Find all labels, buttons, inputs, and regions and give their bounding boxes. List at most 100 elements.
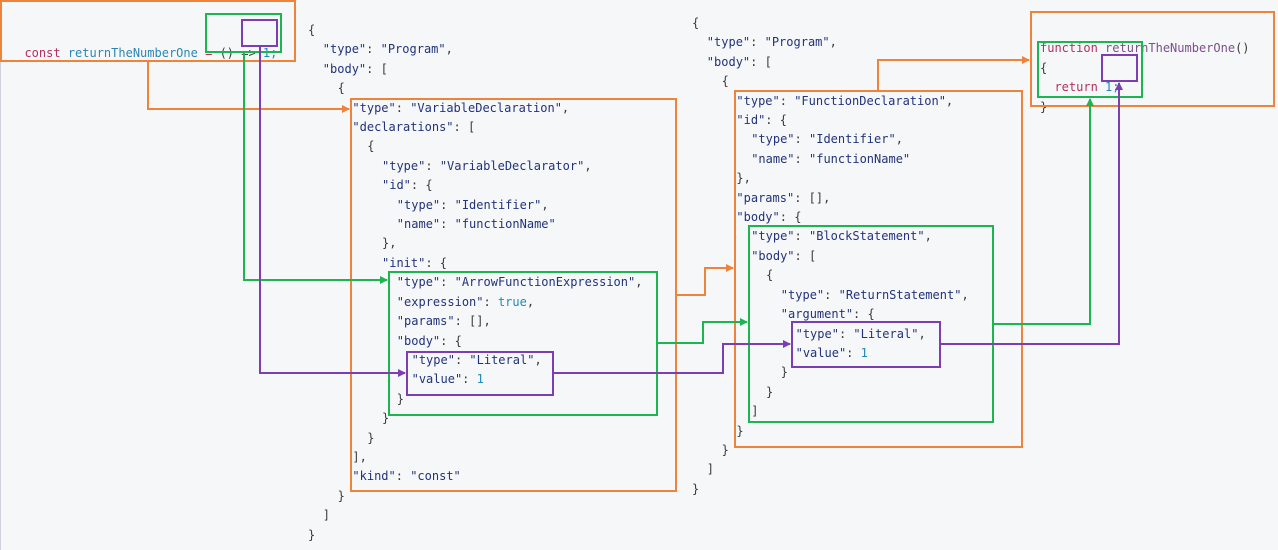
code-token-literal: true: [497, 294, 527, 309]
code-line: }: [308, 429, 642, 448]
code-token-punct: :: [794, 151, 809, 166]
output-code: function returnTheNumberOne() { return 1…: [1040, 20, 1250, 117]
code-token-punct: ,: [945, 93, 954, 108]
code-token-string: "id": [382, 178, 411, 193]
code-line: {: [308, 79, 642, 98]
code-line: ]: [692, 460, 969, 479]
code-line: "params": [],: [308, 312, 642, 331]
code-token-punct: ,: [918, 326, 926, 341]
code-token-punct: : {: [440, 333, 462, 348]
code-token-punct: ,: [534, 352, 542, 367]
code-token-punct: ,: [526, 294, 535, 309]
code-token-punct: ,: [924, 229, 932, 244]
code-line: }: [692, 441, 969, 460]
code-token-string: "FunctionDeclaration": [794, 93, 946, 108]
code-line: "id": {: [692, 111, 969, 130]
source-equals: =: [205, 46, 213, 61]
code-line: {: [308, 137, 642, 156]
code-token-string: "type": [352, 100, 396, 115]
code-token-string: "type": [751, 229, 795, 244]
code-line: {: [692, 14, 969, 33]
code-token-string: "BlockStatement": [809, 229, 925, 244]
code-token-punct: ]: [706, 462, 715, 477]
code-line: "declarations": [: [308, 118, 642, 137]
code-line: "type": "Literal",: [692, 325, 969, 344]
code-line: "kind": "const": [308, 467, 642, 486]
code-token-string: "params": [736, 190, 795, 205]
code-token-literal: 1: [860, 345, 868, 360]
code-token-string: "type": [411, 352, 455, 367]
output-value: 1;: [1105, 80, 1120, 95]
source-value: 1;: [262, 46, 278, 61]
code-token-string: "Literal": [469, 352, 535, 367]
code-line: "type": "Identifier",: [308, 196, 642, 215]
code-line: }: [692, 383, 969, 402]
code-token-punct: :: [750, 35, 765, 50]
code-token-string: "Identifier": [809, 132, 896, 147]
code-token-punct: ]: [751, 404, 759, 419]
code-token-string: "type": [382, 158, 426, 173]
panel-left-border: [0, 0, 1, 550]
code-line: "expression": true,: [308, 293, 642, 312]
code-token-string: "id": [736, 113, 766, 128]
code-token-punct: }: [692, 481, 700, 496]
code-token-string: "body": [736, 210, 780, 225]
code-token-string: "body": [751, 248, 795, 263]
code-line: "type": "VariableDeclarator",: [308, 157, 642, 176]
code-token-punct: : {: [410, 178, 433, 193]
source-identifier: returnTheNumberOne: [67, 46, 198, 61]
code-token-string: "type": [322, 42, 367, 57]
code-token-punct: ,: [829, 35, 837, 50]
code-token-punct: : {: [853, 307, 875, 322]
code-token-string: "value": [795, 345, 847, 360]
code-token-punct: :: [454, 352, 470, 367]
code-token-punct: :: [440, 197, 455, 212]
code-token-string: "functionName": [809, 151, 911, 166]
code-token-string: "Program": [380, 42, 446, 57]
code-line: }: [692, 422, 969, 441]
code-line: "type": "BlockStatement",: [692, 227, 969, 246]
code-line: "init": {: [308, 254, 642, 273]
code-token-punct: : [],: [454, 314, 491, 329]
code-line: }: [692, 480, 969, 499]
code-line: }: [308, 409, 642, 428]
code-token-punct: {: [308, 23, 316, 37]
source-code-line: const returnTheNumberOne = () => 1;: [10, 25, 277, 64]
code-token-punct: }: [780, 365, 789, 380]
code-line: "name": "functionName": [692, 150, 969, 169]
code-line: "type": "VariableDeclaration",: [308, 99, 642, 118]
code-line: ]: [308, 506, 642, 525]
code-line: }: [692, 363, 969, 382]
code-line: ]: [692, 402, 969, 421]
code-token-punct: {: [337, 81, 345, 96]
code-token-string: "ReturnStatement": [838, 287, 962, 302]
code-token-punct: : [: [750, 54, 772, 69]
code-token-string: "name": [751, 151, 795, 166]
code-line: "type": "ArrowFunctionExpression",: [308, 273, 643, 292]
code-line: },: [692, 169, 969, 188]
code-token-string: "params": [396, 314, 455, 329]
code-token-punct: :: [395, 469, 411, 484]
code-token-punct: :: [483, 294, 498, 309]
code-token-punct: :: [395, 100, 411, 115]
code-token-string: "declarations": [352, 120, 454, 135]
code-line: "body": [: [692, 53, 969, 72]
code-token-string: "VariableDeclarator": [439, 158, 585, 173]
code-token-string: "Identifier": [454, 197, 542, 212]
code-line: "name": "functionName": [308, 215, 642, 234]
code-token-punct: {: [367, 139, 375, 154]
code-token-punct: }: [367, 430, 375, 445]
code-token-string: "Program": [764, 35, 830, 50]
code-token-string: "type": [706, 35, 751, 50]
code-token-punct: :: [462, 372, 477, 387]
connector-green-ast2-to-output: [993, 98, 1094, 325]
code-line: {: [308, 21, 642, 40]
code-line: ],: [308, 448, 642, 467]
code-line: }: [308, 390, 642, 409]
code-token-string: "type": [396, 275, 441, 290]
code-token-punct: }: [382, 411, 390, 426]
code-line: "type": "FunctionDeclaration",: [692, 92, 969, 111]
code-token-punct: :: [846, 345, 861, 360]
code-token-string: "type": [795, 326, 839, 341]
code-token-punct: : [: [366, 61, 388, 76]
